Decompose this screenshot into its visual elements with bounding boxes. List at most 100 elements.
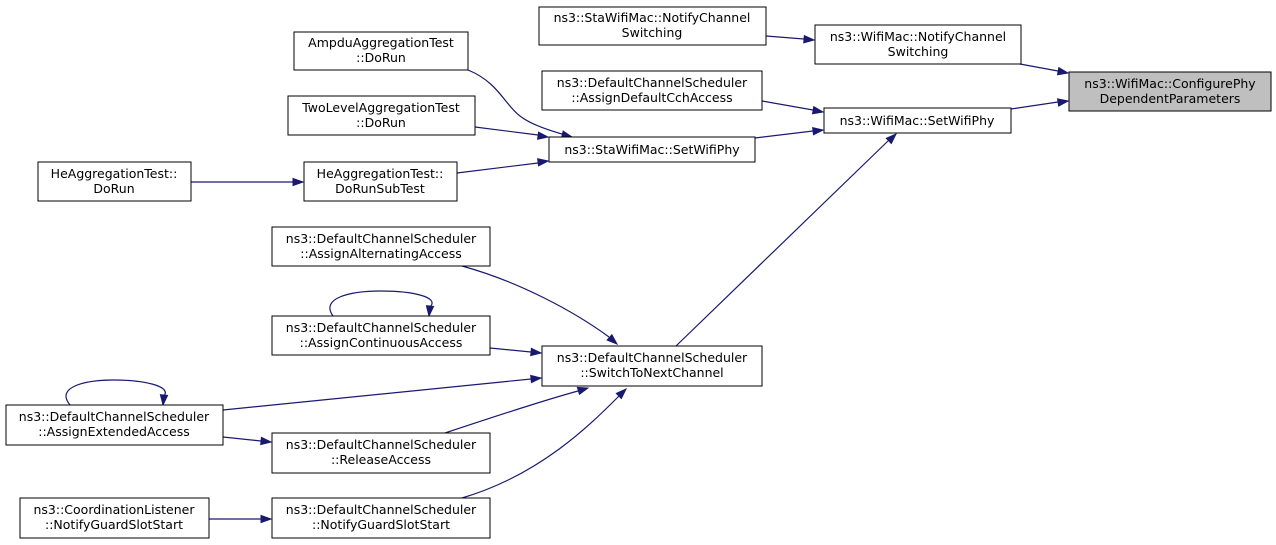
node-wifimac-notify[interactable]: ns3::WifiMac::NotifyChannel Switching xyxy=(814,24,1022,65)
edge-line xyxy=(461,395,620,499)
node-assign-cch-line2: ::AssignDefaultCchAccess xyxy=(571,90,732,105)
node-release-line2: ::ReleaseAccess xyxy=(331,452,431,467)
node-switch-next[interactable]: ns3::DefaultChannelScheduler ::SwitchToN… xyxy=(541,345,763,387)
node-assign-cont-line2: ::AssignContinuousAccess xyxy=(300,335,463,350)
node-ampdu-line2: ::DoRun xyxy=(356,50,406,65)
arrowhead-icon xyxy=(606,333,619,345)
node-configure-phy[interactable]: ns3::WifiMac::ConfigurePhy DependentPara… xyxy=(1068,71,1272,112)
node-assign-cont-line1: ns3::DefaultChannelScheduler xyxy=(286,320,477,335)
arrowhead-icon xyxy=(530,374,543,384)
node-ampdu[interactable]: AmpduAggregationTest ::DoRun xyxy=(293,31,469,71)
node-sta-setphy[interactable]: ns3::StaWifiMac::SetWifiPhy xyxy=(548,136,756,163)
arrowhead-icon xyxy=(811,105,825,115)
node-release[interactable]: ns3::DefaultChannelScheduler ::ReleaseAc… xyxy=(271,432,491,474)
edge-guard-listener-to-guard-sched xyxy=(209,514,273,524)
edge-line xyxy=(765,35,805,40)
edge-assign-cont-to-assign-cont xyxy=(329,290,435,318)
arrowhead-icon xyxy=(292,177,305,187)
edge-assign-ext-to-assign-ext xyxy=(65,379,169,407)
node-guard-sched-line1: ns3::DefaultChannelScheduler xyxy=(286,502,477,517)
edge-line xyxy=(222,378,532,411)
edge-assign-ext-to-switch-next xyxy=(222,374,543,411)
node-assign-alt[interactable]: ns3::DefaultChannelScheduler ::AssignAlt… xyxy=(271,226,491,267)
node-configure-phy-line1: ns3::WifiMac::ConfigurePhy xyxy=(1084,76,1256,91)
node-switch-next-line1: ns3::DefaultChannelScheduler xyxy=(557,350,748,365)
edge-he-subtest-to-sta-setphy xyxy=(456,158,550,174)
node-he-subtest-line2: DoRunSubTest xyxy=(335,181,425,196)
edge-line xyxy=(754,130,814,139)
node-he-dorun[interactable]: HeAggregationTest:: DoRun xyxy=(37,161,192,202)
node-he-dorun-line2: DoRun xyxy=(93,181,134,196)
node-wifimac-setphy-line1: ns3::WifiMac::SetWifiPhy xyxy=(840,113,995,128)
node-assign-cont[interactable]: ns3::DefaultChannelScheduler ::AssignCon… xyxy=(271,315,491,356)
node-assign-cch[interactable]: ns3::DefaultChannelScheduler ::AssignDef… xyxy=(541,70,763,111)
arrowhead-icon xyxy=(576,386,590,396)
arrowhead-icon xyxy=(530,347,543,357)
edge-line xyxy=(444,390,579,434)
edge-switch-next-to-wifimac-setphy xyxy=(675,132,898,347)
node-he-subtest-line1: HeAggregationTest:: xyxy=(317,166,444,181)
node-assign-ext[interactable]: ns3::DefaultChannelScheduler ::AssignExt… xyxy=(5,404,224,446)
arrowhead-icon xyxy=(812,126,825,136)
arrowhead-icon xyxy=(1056,66,1070,76)
arrowhead-icon xyxy=(1056,98,1070,107)
node-assign-cch-line1: ns3::DefaultChannelScheduler xyxy=(557,75,748,90)
node-sta-notify[interactable]: ns3::StaWifiMac::NotifyChannel Switching xyxy=(538,6,767,46)
nodes: ns3::WifiMac::ConfigurePhy DependentPara… xyxy=(5,6,1272,539)
edge-line xyxy=(329,290,433,317)
arrowhead-icon xyxy=(885,132,898,145)
edge-assign-alt-to-switch-next xyxy=(461,265,619,345)
arrowhead-icon xyxy=(537,131,550,140)
edge-line xyxy=(222,436,262,442)
node-release-line1: ns3::DefaultChannelScheduler xyxy=(286,437,477,452)
node-twolevel-line1: TwoLevelAggregationTest xyxy=(301,100,460,115)
edge-assign-ext-to-release xyxy=(222,436,273,446)
edge-sta-notify-to-wifimac-notify xyxy=(765,34,816,44)
node-wifimac-notify-line1: ns3::WifiMac::NotifyChannel xyxy=(830,29,1006,44)
edge-he-dorun-to-he-subtest xyxy=(191,177,305,187)
edge-line xyxy=(761,100,814,111)
node-sta-notify-line2: Switching xyxy=(622,25,683,40)
node-wifimac-setphy[interactable]: ns3::WifiMac::SetWifiPhy xyxy=(823,107,1012,134)
arrowhead-icon xyxy=(260,514,273,524)
node-switch-next-line2: ::SwitchToNextChannel xyxy=(580,365,723,380)
arrowhead-icon xyxy=(803,34,816,44)
edge-line xyxy=(1010,101,1059,110)
edge-release-to-switch-next xyxy=(444,386,590,434)
node-guard-sched[interactable]: ns3::DefaultChannelScheduler ::NotifyGua… xyxy=(271,497,491,539)
node-ampdu-line1: AmpduAggregationTest xyxy=(308,35,454,50)
arrowhead-icon xyxy=(425,305,435,318)
edge-sta-setphy-to-wifimac-setphy xyxy=(754,126,825,139)
arrowhead-icon xyxy=(537,158,550,167)
edge-line xyxy=(65,379,166,406)
node-assign-ext-line2: ::AssignExtendedAccess xyxy=(38,424,190,439)
arrowhead-icon xyxy=(615,387,628,400)
edge-line xyxy=(474,126,539,136)
edge-twolevel-to-sta-setphy xyxy=(474,126,550,140)
edge-line xyxy=(675,140,889,347)
node-he-subtest[interactable]: HeAggregationTest:: DoRunSubTest xyxy=(303,161,458,202)
node-twolevel[interactable]: TwoLevelAggregationTest ::DoRun xyxy=(287,95,476,136)
edges xyxy=(65,34,1070,524)
node-assign-alt-line2: ::AssignAlternatingAccess xyxy=(300,246,461,261)
arrowhead-icon xyxy=(159,394,169,407)
edge-line xyxy=(456,162,539,174)
edge-wifimac-setphy-to-configure-phy xyxy=(1010,98,1070,110)
node-he-dorun-line1: HeAggregationTest:: xyxy=(51,166,178,181)
edge-guard-sched-to-switch-next xyxy=(461,387,628,499)
node-assign-ext-line1: ns3::DefaultChannelScheduler xyxy=(19,409,210,424)
edge-assign-cch-to-wifimac-setphy xyxy=(761,100,825,115)
edge-assign-cont-to-switch-next xyxy=(489,347,543,357)
node-sta-notify-line1: ns3::StaWifiMac::NotifyChannel xyxy=(554,10,751,25)
node-configure-phy-line2: DependentParameters xyxy=(1100,91,1241,106)
edge-line xyxy=(461,265,610,338)
edge-line xyxy=(489,347,532,353)
arrowhead-icon xyxy=(260,436,273,446)
edge-line xyxy=(1019,63,1059,72)
edge-line xyxy=(467,69,563,135)
node-wifimac-notify-line2: Switching xyxy=(888,44,949,59)
node-guard-listener[interactable]: ns3::CoordinationListener ::NotifyGuardS… xyxy=(19,497,210,539)
node-twolevel-line2: ::DoRun xyxy=(356,115,406,130)
node-assign-alt-line1: ns3::DefaultChannelScheduler xyxy=(286,231,477,246)
